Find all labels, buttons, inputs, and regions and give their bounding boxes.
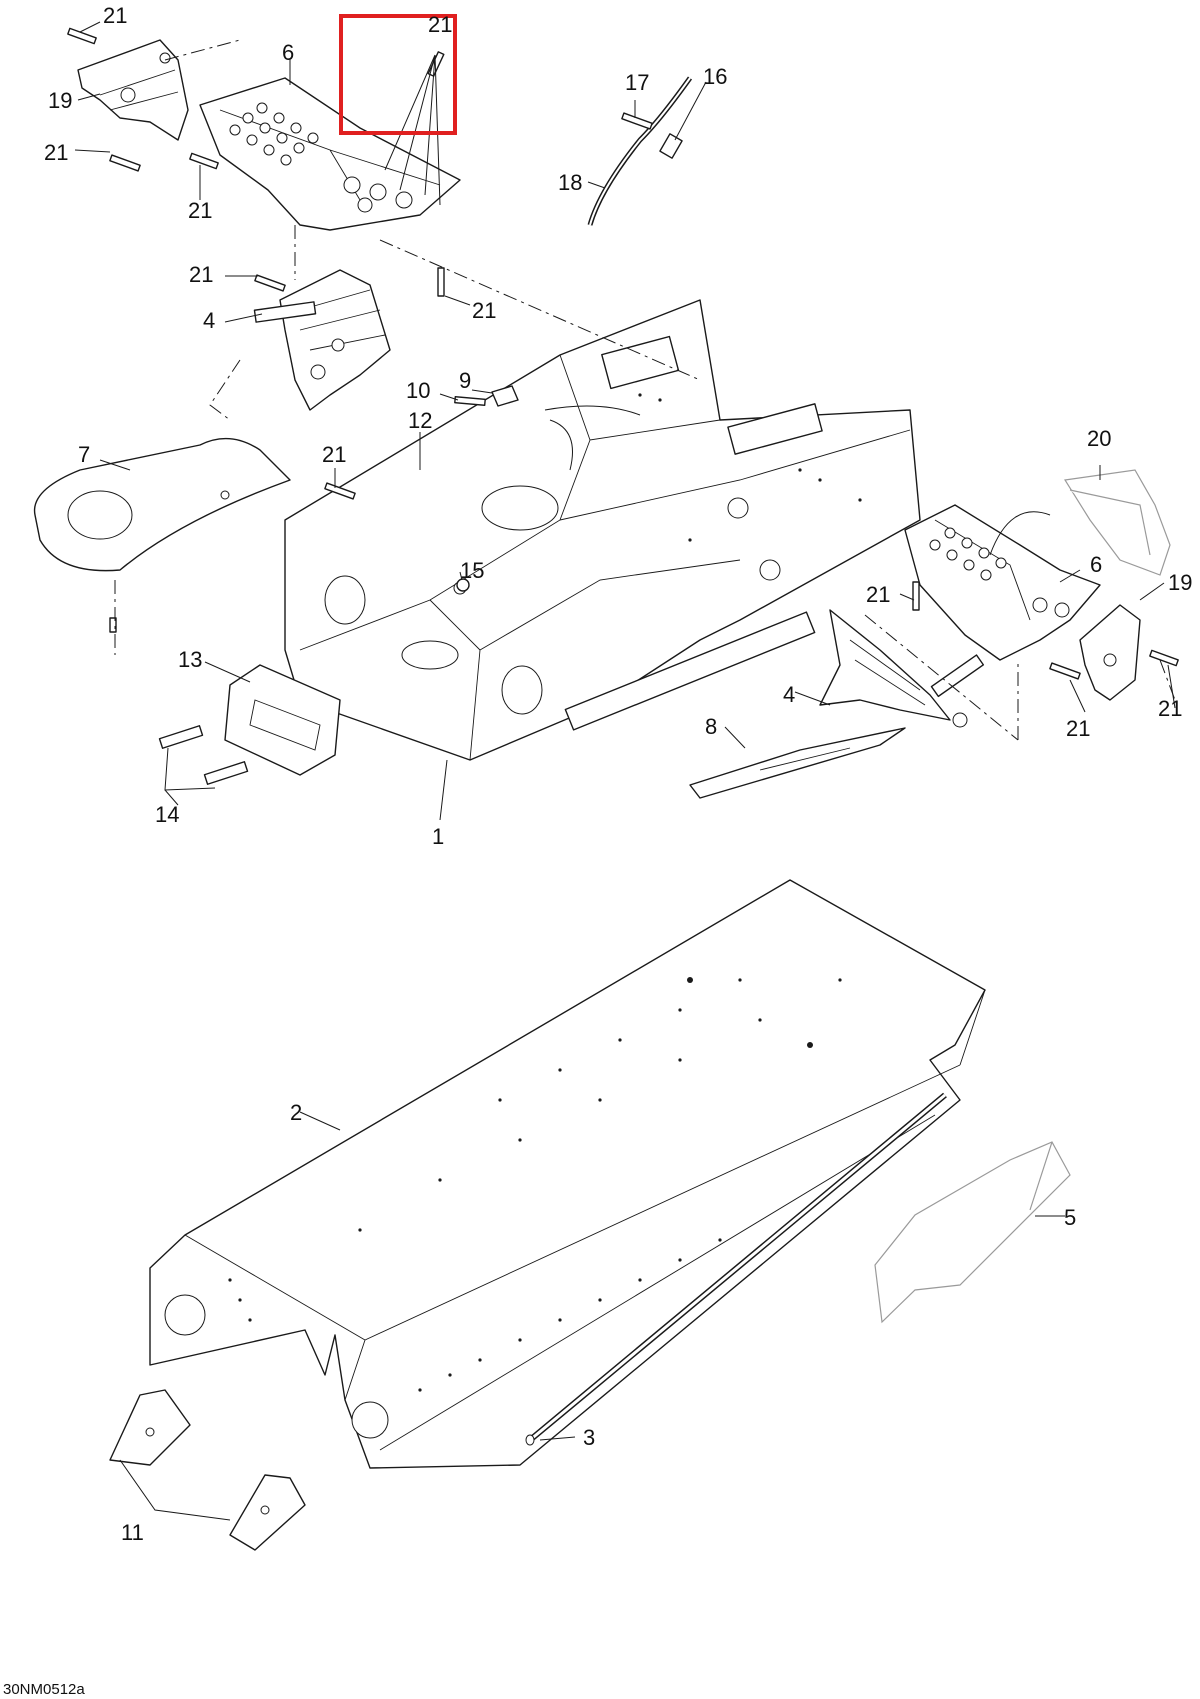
leader-lines xyxy=(74,21,1176,1521)
callout-18: 18 xyxy=(558,170,582,195)
callout-9: 9 xyxy=(459,368,471,393)
assembly-lines xyxy=(114,39,1176,741)
part-8-long-plate xyxy=(689,727,906,799)
direction-arrows xyxy=(544,405,1051,556)
diagram-code: 30NM0512a xyxy=(3,1681,85,1698)
callout-21: 21 xyxy=(1066,716,1090,741)
part-6-upper-heel-rest xyxy=(199,77,461,231)
callout-11: 11 xyxy=(121,1520,144,1545)
part-3-rod xyxy=(525,1092,947,1446)
callout-13: 13 xyxy=(178,647,202,672)
part-19-left-bracket xyxy=(77,39,189,141)
callout-20: 20 xyxy=(1087,426,1111,451)
callout-4: 4 xyxy=(783,682,795,707)
callout-21-highlighted: 21 xyxy=(428,12,452,37)
callout-3: 3 xyxy=(583,1425,595,1450)
callout-6: 6 xyxy=(1090,552,1102,577)
callout-21: 21 xyxy=(472,298,496,323)
part-15-nut xyxy=(456,578,470,592)
part-21-rivets xyxy=(67,27,1179,680)
callout-21: 21 xyxy=(322,442,346,467)
callout-2: 2 xyxy=(290,1100,302,1125)
callout-21: 21 xyxy=(866,582,890,607)
callout-16: 16 xyxy=(703,64,727,89)
callout-1: 1 xyxy=(432,824,444,849)
callout-17: 17 xyxy=(625,70,649,95)
callout-labels: 21 21 19 6 21 21 17 16 18 21 4 21 10 9 1… xyxy=(44,3,1192,1545)
part-2-tunnel xyxy=(149,879,986,1469)
callout-21: 21 xyxy=(103,3,127,28)
part-9-nut-plate xyxy=(491,385,519,407)
part-14-bolts xyxy=(158,725,249,785)
callout-6: 6 xyxy=(282,40,294,65)
callout-8: 8 xyxy=(705,714,717,739)
part-20-ghost-bracket xyxy=(1064,469,1171,576)
part-7-cover-plate xyxy=(33,437,291,572)
callout-19: 19 xyxy=(1168,570,1192,595)
part-6-right-heel-rest xyxy=(904,504,1101,661)
part-19-right-bracket xyxy=(1079,604,1141,701)
part-11-plates xyxy=(109,1389,306,1551)
callout-14: 14 xyxy=(155,802,179,827)
part-1-main-frame xyxy=(284,299,921,761)
callout-15: 15 xyxy=(460,558,484,583)
callout-21: 21 xyxy=(189,262,213,287)
callout-4: 4 xyxy=(203,308,215,333)
highlight-box xyxy=(339,14,457,135)
callout-5: 5 xyxy=(1064,1205,1076,1230)
part-17-rivet xyxy=(621,112,653,130)
part-4-upper-support xyxy=(253,269,391,411)
part-10-rivet xyxy=(454,396,486,406)
part-4-lower-support xyxy=(819,609,985,728)
callout-21: 21 xyxy=(1158,696,1182,721)
part-16-clip xyxy=(659,133,683,159)
callout-21: 21 xyxy=(188,198,212,223)
callout-19: 19 xyxy=(48,88,72,113)
callout-21: 21 xyxy=(44,140,68,165)
callout-12: 12 xyxy=(408,408,432,433)
part-5-ghost-plate xyxy=(874,1141,1071,1324)
callout-7: 7 xyxy=(78,442,90,467)
part-13-plate xyxy=(224,664,341,776)
part-18-cable-sheath xyxy=(587,76,693,226)
callout-10: 10 xyxy=(406,378,430,403)
